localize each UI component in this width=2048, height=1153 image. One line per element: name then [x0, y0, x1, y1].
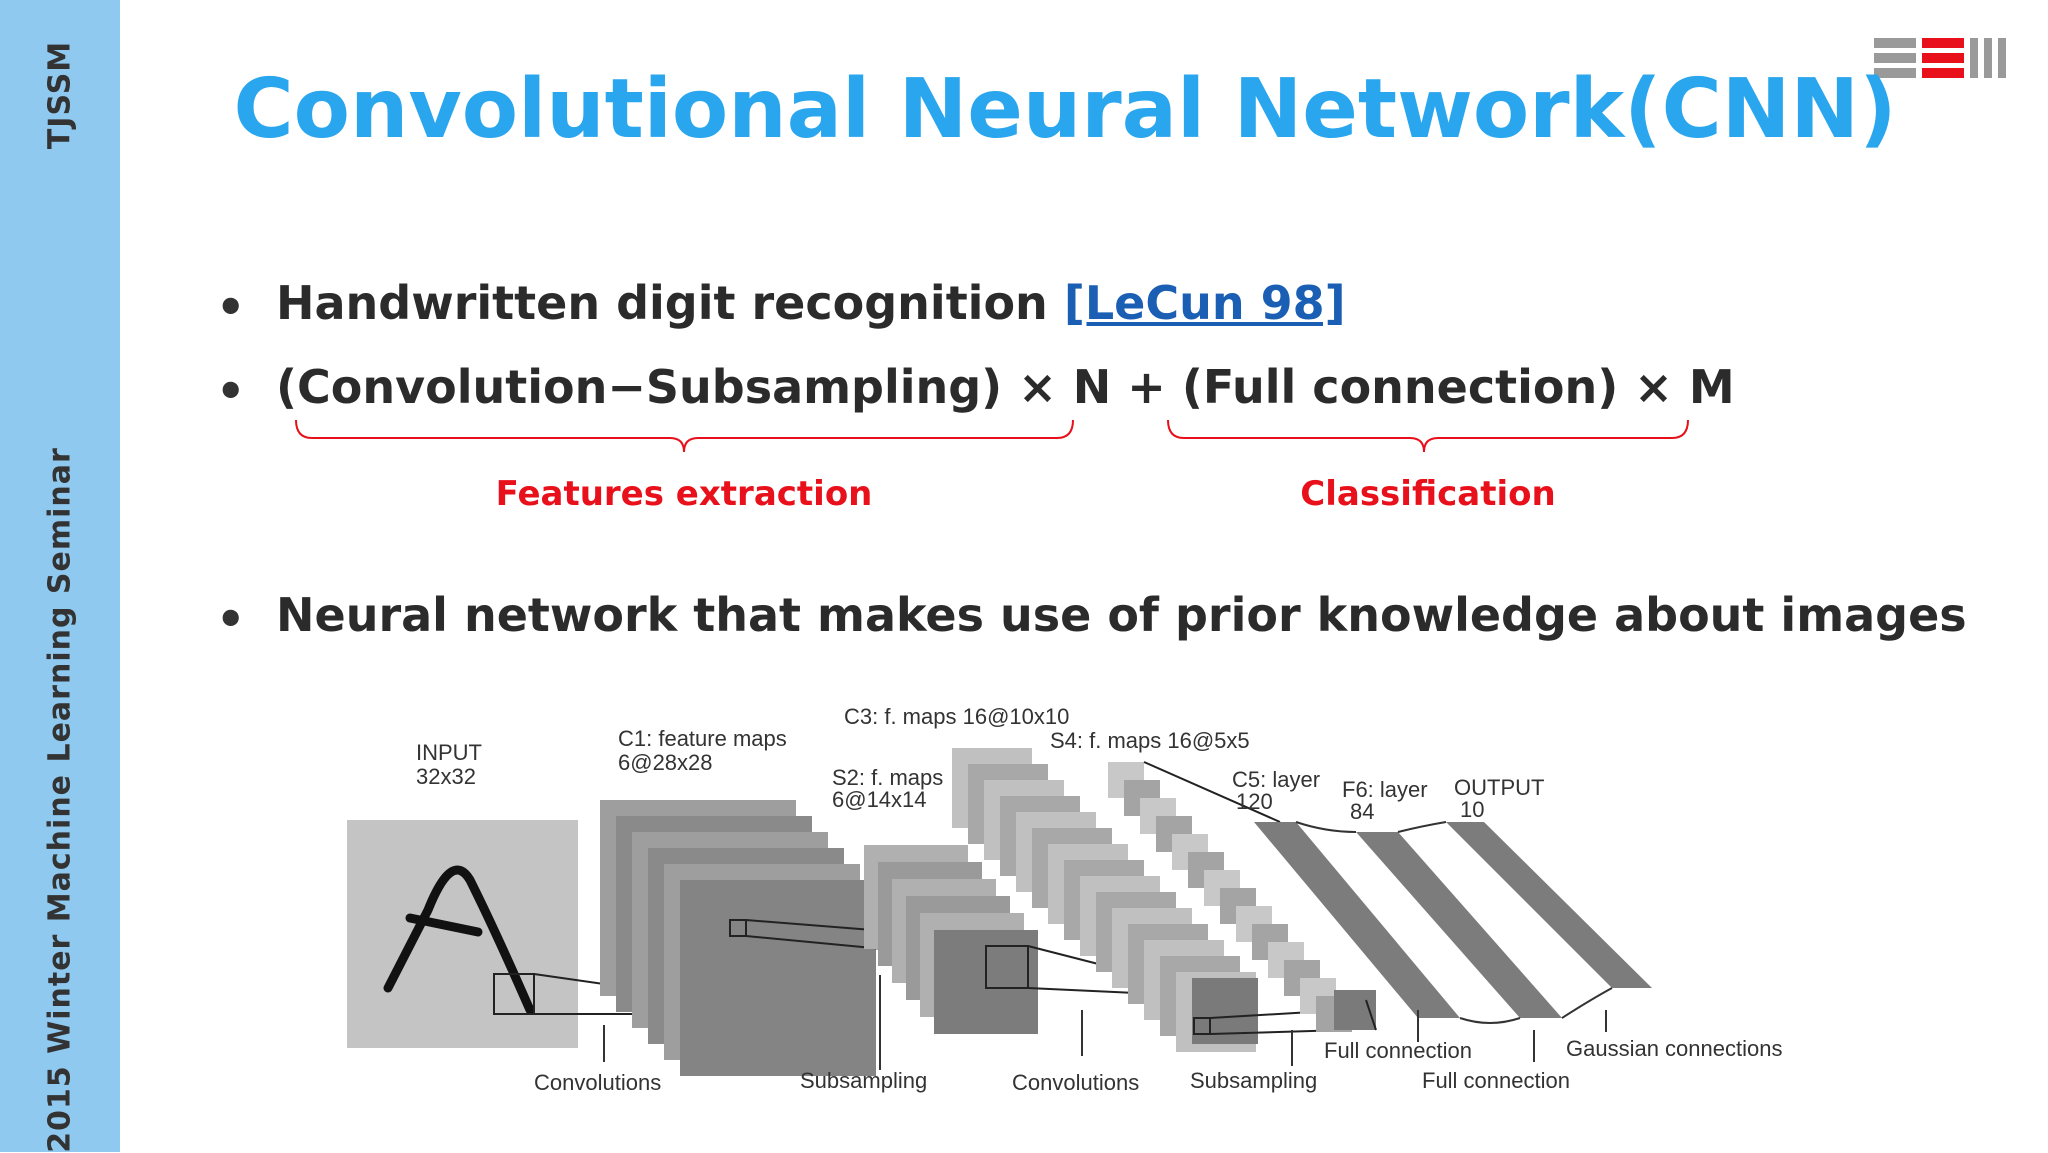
s2-feature-maps	[864, 845, 1038, 1034]
input-image	[347, 820, 578, 1048]
output-layer	[1446, 822, 1652, 988]
features-brace	[295, 419, 1074, 453]
f6-layer	[1356, 832, 1562, 1018]
handwritten-a	[383, 865, 535, 1015]
subsampling-label-1: Subsampling	[800, 1068, 927, 1093]
c3-feature-maps	[952, 748, 1258, 1052]
classification-brace	[1167, 419, 1689, 453]
classification-label: Classification	[1300, 474, 1556, 514]
sidebar: TJSSM 2015 Winter Machine Learning Semin…	[0, 0, 120, 1153]
bullet-dot: •	[216, 592, 246, 646]
bullet-formula: (Convolution−Subsampling) × N + (Full co…	[276, 360, 1735, 414]
c5-layer	[1254, 822, 1460, 1018]
bullet-text: Handwritten digit recognition	[276, 276, 1064, 330]
gaussian-connections-label: Gaussian connections	[1566, 1036, 1782, 1061]
full-connection-label-2: Full connection	[1422, 1068, 1570, 1093]
bullet-prior-knowledge: Neural network that makes use of prior k…	[276, 588, 1967, 642]
bullet-handwritten: Handwritten digit recognition [LeCun 98]	[276, 276, 1346, 330]
c3-label: C3: f. maps 16@10x10	[844, 704, 1069, 729]
convolutions-label-2: Convolutions	[1012, 1070, 1139, 1095]
citation-link[interactable]: [LeCun 98]	[1063, 276, 1346, 330]
bullet-dot: •	[216, 280, 246, 334]
subsampling-label-2: Subsampling	[1190, 1068, 1317, 1093]
page-title: Convolutional Neural Network(CNN)	[233, 62, 1897, 157]
convolutions-label-1: Convolutions	[534, 1070, 661, 1095]
s4-label: S4: f. maps 16@5x5	[1050, 728, 1250, 753]
c1-feature-maps	[600, 800, 876, 1076]
logo-icon	[1874, 38, 2006, 78]
full-connection-label-1: Full connection	[1324, 1038, 1472, 1063]
bullet-dot: •	[216, 364, 246, 418]
features-extraction-label: Features extraction	[495, 474, 873, 514]
s4-feature-maps	[1108, 762, 1376, 1032]
